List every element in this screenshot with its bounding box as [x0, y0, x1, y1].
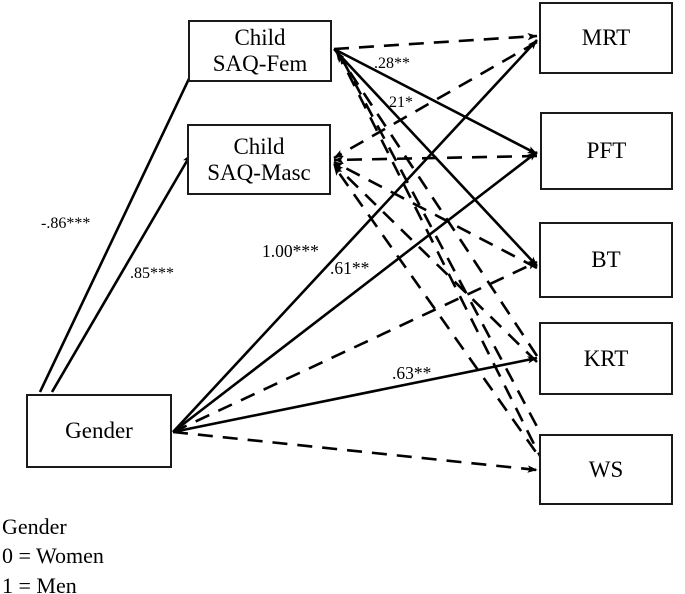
- node-bt[interactable]: BT: [539, 222, 673, 298]
- edge-gender-to-bt: [172, 260, 538, 434]
- node-saq-masc-line2: SAQ-Masc: [207, 159, 311, 185]
- edge-saq-fem-to-pft: [333, 47, 538, 156]
- edge-gender-to-saq-fem: [38, 63, 198, 393]
- legend-line-3: 1 = Men: [2, 572, 77, 594]
- node-mrt[interactable]: MRT: [539, 2, 673, 74]
- edge-gender-to-pft: [172, 150, 538, 434]
- node-saq-masc[interactable]: Child SAQ-Masc: [187, 124, 331, 195]
- edge-label-gender-to-mrt: 1.00***: [262, 241, 319, 261]
- edge-label-gender-to-pft: .61**: [330, 258, 370, 278]
- edge-gender-to-ws: [172, 430, 538, 473]
- node-saq-fem[interactable]: Child SAQ-Fem: [188, 20, 332, 82]
- edge-gender-to-mrt: [172, 39, 538, 433]
- node-ws[interactable]: WS: [539, 434, 673, 505]
- node-saq-fem-line2: SAQ-Fem: [212, 51, 308, 76]
- node-krt[interactable]: KRT: [539, 322, 673, 395]
- legend-line-1: Gender: [2, 514, 67, 539]
- node-gender[interactable]: Gender: [26, 394, 172, 468]
- edge-saq-fem-to-mrt: [333, 32, 538, 51]
- legend-line-2: 0 = Women: [2, 543, 104, 569]
- node-mrt-label: MRT: [581, 25, 631, 51]
- edge-label-saq-fem-to-pft: .28**: [374, 55, 410, 72]
- node-gender-label: Gender: [65, 418, 133, 444]
- edge-saq-masc-to-krt: [333, 163, 538, 363]
- edge-label-saq-fem-to-bt: .21*: [385, 94, 413, 111]
- edge-saq-fem-to-krt: [334, 50, 539, 357]
- edge-saq-masc-to-pft: [333, 154, 538, 164]
- legend-block: Gender 0 = Women 1 = Men: [2, 512, 104, 594]
- node-saq-fem-line1: Child: [234, 25, 286, 51]
- node-pft[interactable]: PFT: [540, 112, 673, 190]
- edge-saq-fem-to-ws: [336, 52, 547, 467]
- node-saq-masc-line1: Child: [233, 133, 285, 159]
- edge-label-gender-to-saq-fem: -.86***: [41, 215, 91, 232]
- node-bt-label: BT: [591, 247, 621, 273]
- edge-saq-masc-to-bt: [333, 160, 538, 270]
- edge-gender-to-krt: [172, 356, 538, 434]
- edge-gender-to-saq-masc: [50, 153, 193, 393]
- node-ws-label: WS: [588, 456, 624, 482]
- edge-saq-masc-to-ws: [332, 165, 552, 473]
- node-pft-label: PFT: [586, 138, 627, 164]
- edge-label-gender-to-saq-masc: .85***: [130, 265, 174, 282]
- edge-label-gender-to-krt: .63**: [392, 363, 432, 383]
- edge-saq-fem-inbound-b: [338, 54, 562, 471]
- edge-saq-masc-to-mrt: [333, 40, 538, 160]
- node-krt-label: KRT: [583, 345, 629, 371]
